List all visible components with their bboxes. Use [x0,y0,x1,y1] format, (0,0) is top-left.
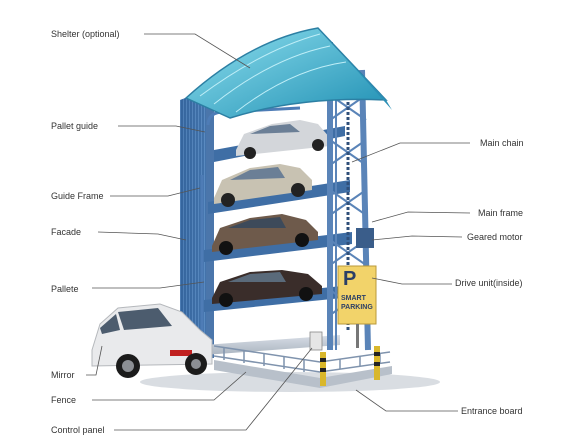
label-drive-unit: Drive unit(inside) [455,278,523,288]
leader-facade [97,231,187,241]
rear-column [206,90,214,358]
leader-shelter [144,33,251,69]
label-mirror: Mirror [51,370,75,380]
shelter-roof [184,27,392,119]
leader-pallete [92,281,205,289]
leader-pallet-guide [118,125,206,133]
label-shelter: Shelter (optional) [51,29,120,39]
leader-mirror [86,345,103,376]
label-main-chain: Main chain [480,138,524,148]
label-entrance-board: Entrance board [461,406,523,416]
bollards [320,346,380,386]
label-control-panel: Control panel [51,425,105,435]
sign-line2: PARKING [341,304,373,311]
leader-entrance-board [355,389,458,412]
front-suv [91,303,213,378]
label-fence: Fence [51,395,77,405]
label-guide-frame: Guide Frame [51,191,104,201]
label-pallet-guide: Pallet guide [51,121,99,131]
control-panel-box [309,331,323,351]
label-geared-motor: Geared motor [467,232,523,242]
leader-main-frame [371,211,471,223]
geared-motor [356,228,374,248]
entrance-ramp [214,360,392,388]
entrance-board [337,265,377,348]
leader-lines [86,33,471,431]
label-pallete: Pallete [51,284,79,294]
leader-guide-frame [110,187,201,197]
facade-wall [180,88,212,356]
leader-control-panel [114,347,313,431]
label-facade: Facade [51,227,82,237]
sign-line1: SMART [341,295,366,302]
leader-fence [92,371,247,401]
leader-geared-motor [371,235,463,241]
sign-letter: P [343,268,357,290]
label-main-frame: Main frame [478,208,524,218]
stored-cars [212,120,330,307]
leader-drive-unit [371,277,452,285]
leader-main-chain [351,142,470,163]
